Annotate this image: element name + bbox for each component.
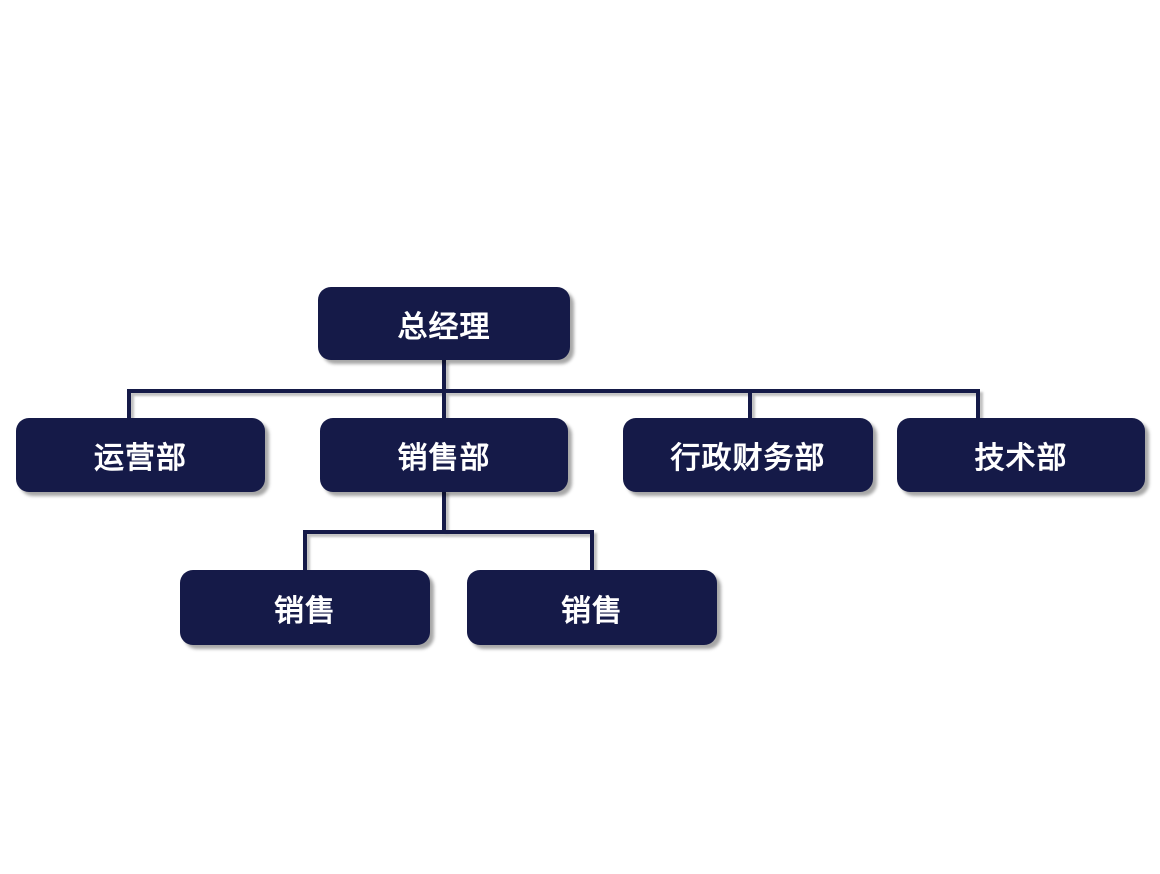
org-node-label: 行政财务部 <box>670 442 826 475</box>
org-node-label: 总经理 <box>397 310 491 344</box>
org-node-tech-dept: 技术部 <box>897 418 1145 492</box>
org-node-general-manager: 总经理 <box>318 287 570 360</box>
org-node-label: 销售部 <box>397 442 491 475</box>
org-node-label: 销售 <box>561 594 623 628</box>
org-node-operations-dept: 运营部 <box>16 418 265 492</box>
org-node-label: 运营部 <box>94 442 187 475</box>
org-node-label: 技术部 <box>974 442 1068 475</box>
org-node-admin-finance-dept: 行政财务部 <box>623 418 873 492</box>
org-node-sales-team-2: 销售 <box>467 570 717 645</box>
org-node-sales-dept: 销售部 <box>320 418 568 492</box>
org-node-label: 销售 <box>274 594 336 628</box>
org-node-sales-team-1: 销售 <box>180 570 430 645</box>
